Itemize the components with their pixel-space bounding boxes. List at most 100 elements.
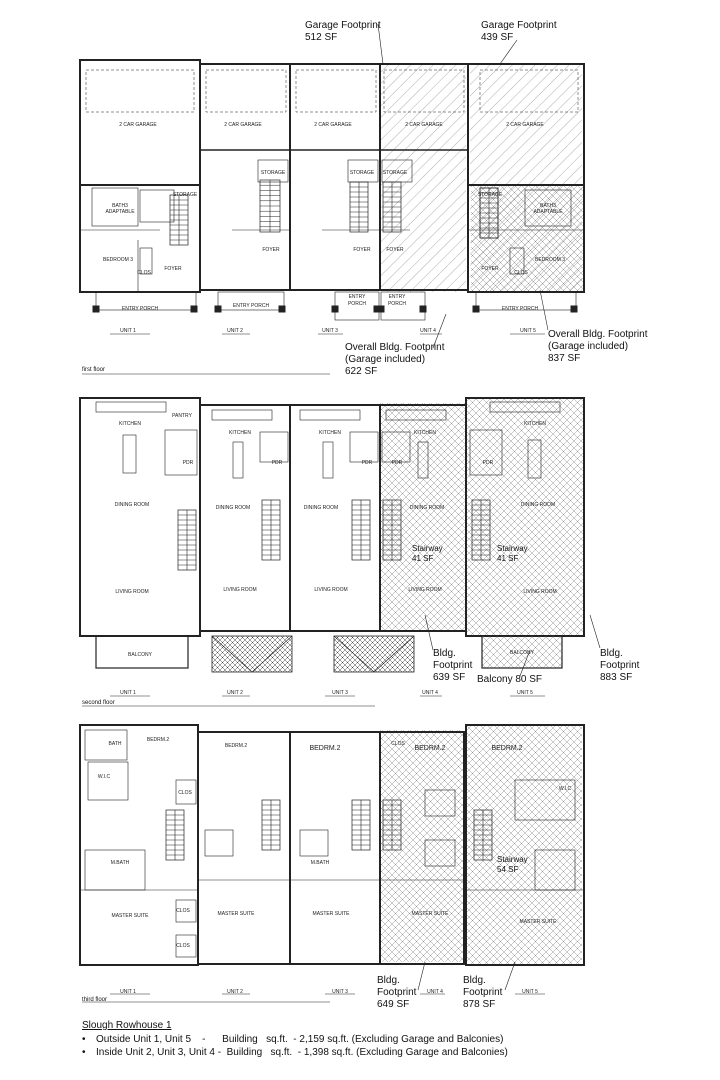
porch-column — [190, 305, 198, 313]
room-label-pdr: PDR — [391, 460, 403, 466]
stairway-name: Stairway — [497, 855, 528, 864]
room-label-bedroom3: BEDROOM 3 — [534, 257, 566, 263]
callout-line: (Garage included) — [548, 341, 629, 352]
room-label-dining: DINING ROOM — [215, 505, 251, 511]
room-label-pdr: PDR — [182, 460, 194, 466]
room-label-garage: 2 CAR GARAGE — [119, 122, 157, 128]
callout-line: Footprint — [377, 987, 417, 998]
bldg-footprint-883-callout: Bldg. Footprint 883 SF — [600, 648, 639, 684]
porch-column — [570, 305, 578, 313]
kitchen-island — [232, 441, 244, 479]
unit2-outline — [199, 63, 291, 291]
balcony-80-callout: Balcony 80 SF — [477, 674, 543, 685]
room-label-garage: 2 CAR GARAGE — [405, 122, 443, 128]
room-label-wic: W.I.C — [558, 786, 572, 792]
pdr — [381, 431, 411, 463]
master-bath — [424, 839, 456, 867]
room-label-balcony: BALCONY — [128, 652, 152, 658]
unit-label: UNIT 3 — [332, 989, 348, 995]
second-floor-label: second floor — [82, 700, 115, 706]
room-label-foyer: FOYER — [481, 266, 499, 272]
kitchen-island — [322, 441, 334, 479]
callout-leader — [589, 614, 601, 649]
garage-footprint-439-callout: Garage Footprint 439 SF — [481, 20, 557, 44]
bldg-footprint-649-callout: Bldg. Footprint 649 SF — [377, 975, 416, 1011]
room-label-garage: 2 CAR GARAGE — [224, 122, 262, 128]
porch-column — [92, 305, 100, 313]
plan-line — [373, 635, 415, 673]
garage-footprint-area: 439 SF — [481, 32, 514, 43]
stairway-unit5-3rd-callout: Stairway 54 SF — [497, 855, 528, 875]
pdr — [259, 431, 289, 463]
room-label-foyer: FOYER — [353, 247, 371, 253]
unit1-outline — [79, 397, 201, 637]
room-label-entry-porch: ENTRY PORCH — [501, 306, 539, 312]
storage — [347, 159, 379, 183]
master-bath — [299, 829, 329, 857]
unit-label: UNIT 4 — [422, 690, 438, 696]
room-label-garage: 2 CAR GARAGE — [506, 122, 544, 128]
closet — [139, 189, 175, 223]
room-label-entry: ENTRY — [388, 294, 406, 300]
room-label-pdr: PDR — [482, 460, 494, 466]
stairway-unit5-2nd-callout: Stairway 41 SF — [497, 544, 528, 564]
callout-line: Overall Bldg. Footprint — [345, 342, 445, 353]
unit5-outline — [465, 724, 585, 966]
closet — [509, 247, 525, 275]
callout-area: 622 SF — [345, 366, 378, 377]
room-label-storage: STORAGE — [382, 170, 408, 176]
room-label-foyer: FOYER — [262, 247, 280, 253]
third-floor-label: third floor — [82, 997, 108, 1003]
room-label-living: LIVING ROOM — [223, 587, 257, 593]
room-label-dining: DINING ROOM — [409, 505, 445, 511]
porch-column — [377, 305, 385, 313]
bath — [84, 729, 128, 761]
unit-label: UNIT 5 — [517, 690, 533, 696]
room-label-living: LIVING ROOM — [523, 589, 557, 595]
counter — [299, 409, 361, 421]
room-label-entry-porch: ENTRY PORCH — [121, 306, 159, 312]
pdr — [469, 429, 503, 476]
room-label-clos: CLOS — [176, 943, 190, 949]
garage-door-overhead — [85, 69, 195, 113]
unit4-outline — [379, 731, 465, 965]
unit3-outline — [289, 404, 381, 632]
garage-door-overhead — [295, 69, 377, 113]
callout-area: 639 SF — [433, 672, 466, 683]
balcony — [481, 635, 563, 669]
bldg-footprint-639-callout: Bldg. Footprint 639 SF — [433, 648, 472, 684]
unit-label: UNIT 2 — [227, 328, 243, 334]
kitchen-island — [527, 439, 542, 479]
callout-leader — [519, 649, 531, 677]
callout-line: Bldg. — [433, 648, 456, 659]
room-label-adaptable: ADAPTABLE — [533, 209, 563, 215]
callout-leader — [539, 289, 549, 331]
callout-leader — [424, 614, 434, 651]
room-label-foyer: FOYER — [164, 266, 182, 272]
room-label-entry-porch: ENTRY PORCH — [232, 303, 270, 309]
plan-line — [211, 635, 253, 673]
stairway-unit4-2nd-callout: Stairway 41 SF — [412, 544, 443, 564]
porch-column — [419, 305, 427, 313]
garage-door-overhead — [205, 69, 287, 113]
callout-area: 649 SF — [377, 999, 410, 1010]
room-label-bedrm2: BEDRM.2 — [309, 745, 341, 752]
room-label-entry: ENTRY — [348, 294, 366, 300]
unit-label: UNIT 2 — [227, 690, 243, 696]
unit-label: UNIT 5 — [522, 989, 538, 995]
room-label-bath3: BATH3 — [540, 203, 556, 209]
room-label-kitchen: KITCHEN — [229, 430, 251, 436]
room-label-master: MASTER SUITE — [519, 919, 557, 925]
room-label-kitchen: KITCHEN — [119, 421, 141, 427]
room-label-pdr: PDR — [271, 460, 283, 466]
room-label-clos: CLOS — [514, 270, 528, 276]
room-label-pdr: PDR — [361, 460, 373, 466]
porch-column — [472, 305, 480, 313]
room-label-bedroom3: BEDROOM 3 — [102, 257, 134, 263]
room-label-dining: DINING ROOM — [114, 502, 150, 508]
room-label-bedrm2: BEDRM.2 — [224, 743, 248, 749]
room-label-mbath: M.BATH — [110, 860, 130, 866]
unit-label: UNIT 4 — [420, 328, 436, 334]
room-label-storage: STORAGE — [477, 192, 503, 198]
bath3-room — [524, 189, 572, 227]
